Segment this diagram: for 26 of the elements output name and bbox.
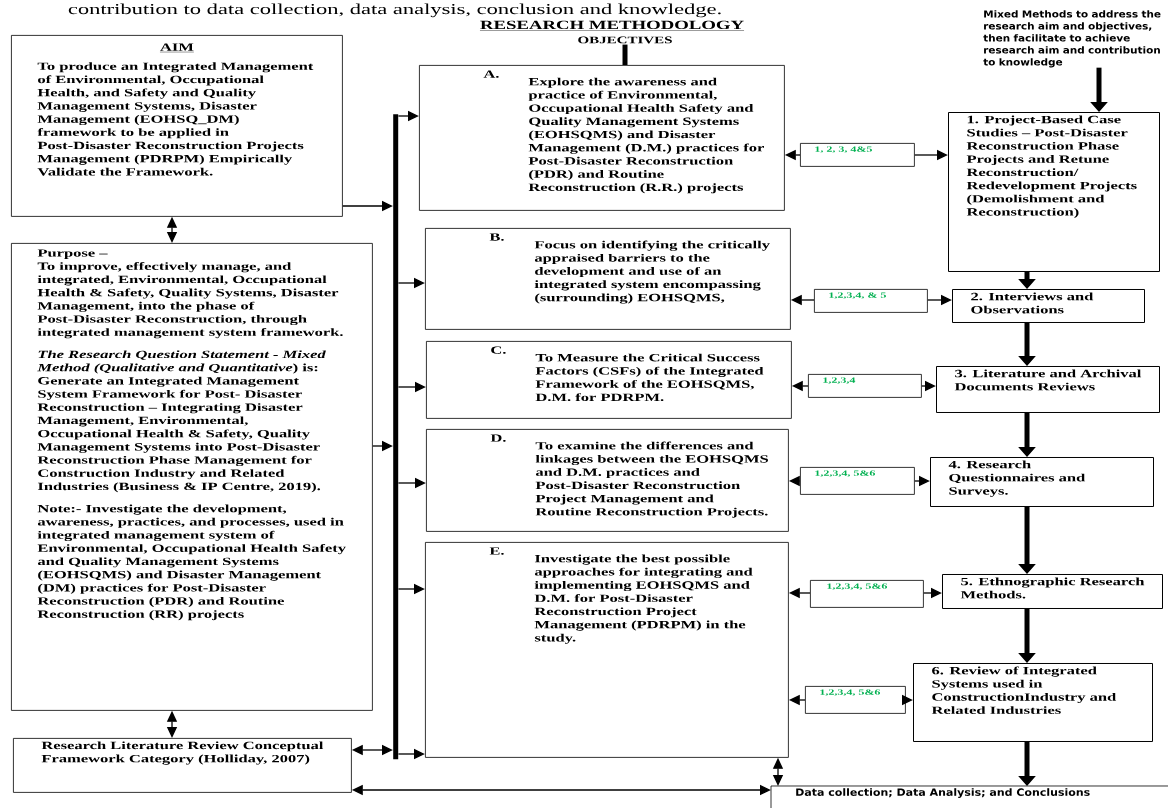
literature-review-box: Research Literature Review Conceptual Framework Category (Holliday, 2007) bbox=[13, 738, 352, 793]
aim-box: AIM To produce an Integrated Management of Environmental, Occupational Health, and Safety and Quality Management Systems, Disaster Management (EOHSQ_DM) framework to be applied in Post-Disaster Reconstruction Projects Management (PDRPM) Empirically Validate the Framework. bbox=[11, 35, 343, 217]
objective-numbers-box: 1,2,3,4 bbox=[808, 374, 922, 398]
objective-box: E. Investigate the best possible approaches for integrating and implementing EOHSQMS and D.M. for Post-Disaster Reconstruction Project Management (PDRPM) in the study. bbox=[425, 542, 789, 758]
objective-box: A. Explore the awareness and practice of Environmental, Occupational Health Safety and Quality Management Systems (EOHSQMS) and Disaster Management (D.M.) practices for Post-Disaster Reconstruction (PDR) and Routine Reconstruction (R.R.) projects bbox=[419, 65, 785, 211]
method-box: 3. Literature and Archival Documents Reviews bbox=[936, 366, 1160, 413]
objective-numbers-box: 1,2,3,4, 5&6 bbox=[810, 580, 924, 608]
heading-text: contribution to data collection, data analysis, conclusion and knowledge. bbox=[68, 3, 721, 18]
objective-box: D. To examine the differences and linkages between the EOHSQMS and D.M. practices and Post-Disaster Reconstruction Project Management and Routine Reconstruction Projects. bbox=[426, 429, 789, 532]
connector-line bbox=[622, 44, 628, 65]
objective-numbers-box: 1,2,3,4, & 5 bbox=[814, 289, 928, 313]
method-box: 5. Ethnographic Research Methods. bbox=[942, 574, 1163, 609]
note-text: Mixed Methods to address the research aim and objectives, then facilitate to achieve research aim and contribution to knowledge bbox=[983, 10, 1161, 68]
objective-numbers-box: 1,2,3,4, 5&6 bbox=[805, 686, 906, 714]
conclusions-band: Data collection; Data Analysis; and Conclusions bbox=[770, 785, 1168, 808]
method-box: 2. Interviews and Observations bbox=[952, 289, 1145, 323]
purpose-box: Purpose – To improve, effectively manage, and integrated, Environmental, Occupational Health & Safety, Quality Systems, Disaster Management, into the phase of Post-Disaster Reconstruction, through integrated management system framework. The Research Question Statement - Mixed Method (Qualitative and Quantitative) is: Generate an Integrated Management System Framework for Post- Disaster Reconstruction – Integrating Disaster Management, Environmental, Occupational Health & Safety, Quality Management Systems into Post-Disaster Reconstruction Phase Management for Construction Industry and Related Industries (Business & IP Centre, 2019). Note:- Investigate the development, awareness, practices, and processes, used in integrated management system of Environmental, Occupational Health Safety and Quality Management Systems (EOHSQMS) and Disaster Management (DM) practices for Post-Disaster Reconstruction (PDR) and Routine Reconstruction (RR) projects bbox=[11, 243, 373, 711]
section-heading: OBJECTIVES bbox=[578, 36, 672, 44]
objective-numbers-box: 1,2,3,4, 5&6 bbox=[800, 467, 915, 495]
objective-box: B. Focus on identifying the critically appraised barriers to the development and use of an integrated system encompassing (surrounding) EOHSQMS, bbox=[425, 228, 791, 330]
method-box: 4. Research Questionnaires and Surveys. bbox=[930, 457, 1154, 507]
objective-box: C. To Measure the Critical Success Factors (CSFs) of the Integrated Framework of the EOHSQMS, D.M. for PDRPM. bbox=[426, 341, 792, 419]
title: RESEARCH METHODOLOGY bbox=[479, 20, 745, 31]
method-box: 1. Project-Based Case Studies – Post-Disaster Reconstruction Phase Projects and Retune Reconstruction/ Redevelopment Projects (Demolishment and Reconstruction) bbox=[948, 112, 1160, 272]
method-box: 6. Review of Integrated Systems used in ConstructionIndustry and Related Industries bbox=[913, 663, 1153, 742]
objective-numbers-box: 1, 2, 3, 4&5 bbox=[800, 143, 915, 167]
